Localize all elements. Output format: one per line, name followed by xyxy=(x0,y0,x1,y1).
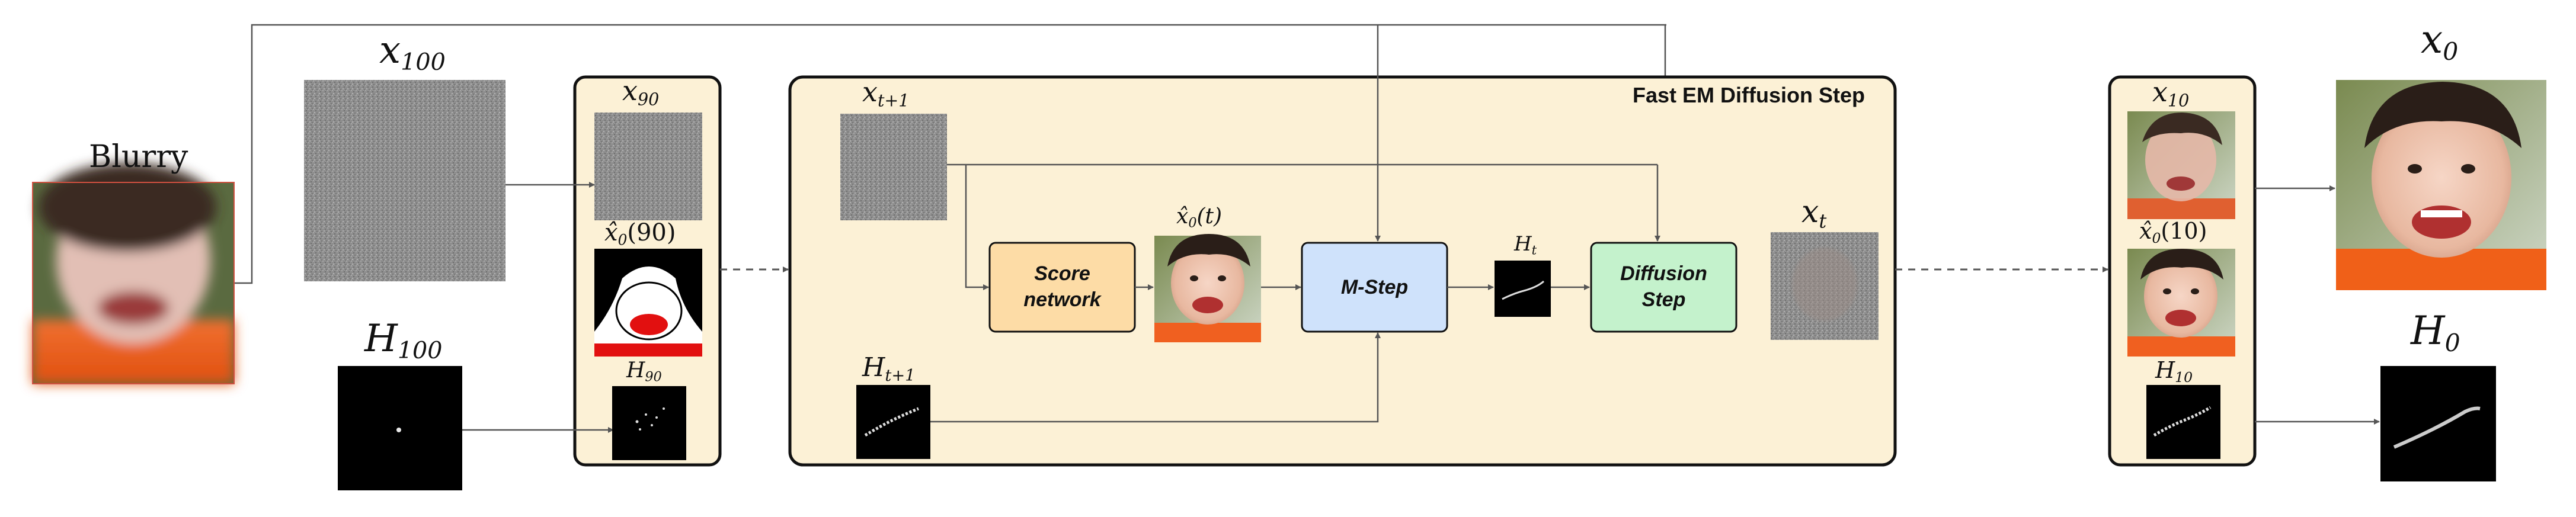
label-ht1: Ht+1 xyxy=(862,352,916,386)
kernel-h10-trace xyxy=(2153,406,2212,437)
estimate-image-x0-t xyxy=(1154,234,1261,342)
label-x0hat-10: x̂0(10) xyxy=(2139,218,2207,247)
estimate-image-x0-90 xyxy=(594,249,702,357)
panel-title: Fast EM Diffusion Step xyxy=(1633,83,1865,107)
label-x0hat-90: x̂0(90) xyxy=(604,219,676,249)
label-x0hat-t: x̂0(t) xyxy=(1176,204,1223,231)
score-network-label: Score network xyxy=(1023,262,1101,311)
blurry-image xyxy=(32,163,235,384)
arrow-xt1-to-score xyxy=(965,165,989,290)
diffusion-step-label: Diffusion Step xyxy=(1620,262,1707,311)
kernel-image-ht xyxy=(1495,261,1551,317)
kernel-image-h90 xyxy=(612,386,686,460)
label-h90: H90 xyxy=(626,358,662,385)
kernel-h0-trace xyxy=(2393,406,2481,449)
label-x100: x100 xyxy=(379,28,446,76)
label-x90: x90 xyxy=(622,75,660,110)
label-ht: Ht xyxy=(1514,232,1537,258)
label-blurry: Blurry xyxy=(89,139,188,175)
noise-image-x100 xyxy=(304,80,505,281)
noise-image-xt1 xyxy=(840,114,947,220)
kernel-ht1-trace xyxy=(864,407,919,437)
final-image-x0 xyxy=(2336,80,2546,290)
kernel-h90-dots xyxy=(635,407,665,431)
label-h10: H10 xyxy=(2155,357,2193,386)
kernel-image-h10 xyxy=(2146,385,2220,459)
label-xt1: xt+1 xyxy=(862,76,910,111)
label-xt: xt xyxy=(1801,194,1827,233)
label-h100: H100 xyxy=(364,317,443,364)
kernel-image-h0 xyxy=(2380,366,2496,481)
arrow-ht1-to-mstep xyxy=(930,332,1381,423)
diffusion-step-box xyxy=(1590,242,1737,333)
label-x10: x10 xyxy=(2152,76,2190,111)
image-x10 xyxy=(2127,111,2235,219)
output-image-xt xyxy=(1771,232,1879,340)
kernel-h100-dot xyxy=(396,428,401,432)
label-x0: x0 xyxy=(2421,17,2459,66)
kernel-image-ht1 xyxy=(856,385,930,459)
m-step-label: M-Step xyxy=(1340,276,1409,298)
kernel-ht-trace xyxy=(1502,280,1545,300)
estimate-image-x0-10 xyxy=(2127,249,2235,357)
label-h0: H0 xyxy=(2411,308,2460,358)
noise-image-x90 xyxy=(594,113,702,220)
